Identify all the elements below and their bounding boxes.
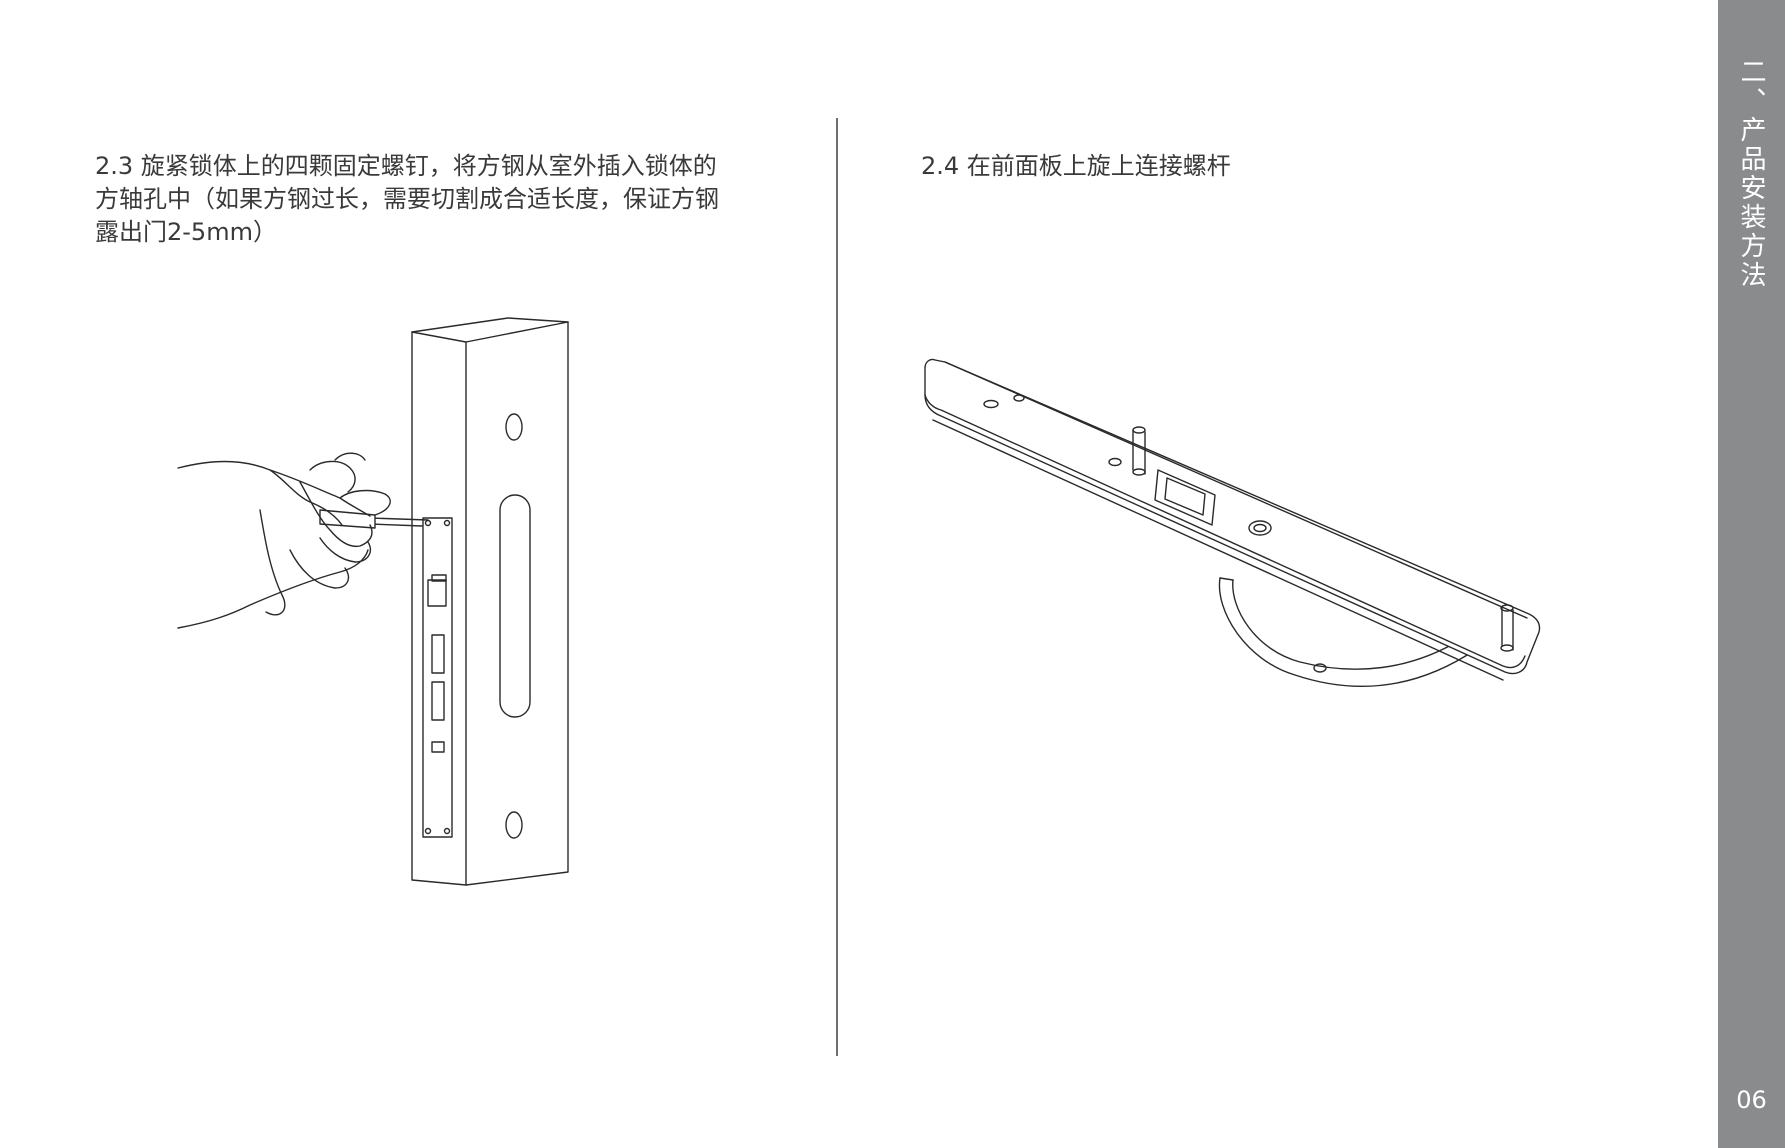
section-title: 二、产品安装方法 [1736, 58, 1766, 290]
step-2-3-instruction: 2.3 旋紧锁体上的四颗固定螺钉，将方钢从室外插入锁体的 方轴孔中（如果方钢过长… [95, 152, 719, 246]
step-2-4-instruction: 2.4 在前面板上旋上连接螺杆 [921, 152, 1231, 180]
lock-body-screwdriver-illustration [170, 310, 590, 894]
section-sidebar: 二、产品安装方法 06 [1718, 0, 1785, 1148]
front-panel-screw-rods-illustration [915, 350, 1555, 754]
column-divider [836, 118, 838, 1056]
page-number: 06 [1736, 1086, 1767, 1114]
